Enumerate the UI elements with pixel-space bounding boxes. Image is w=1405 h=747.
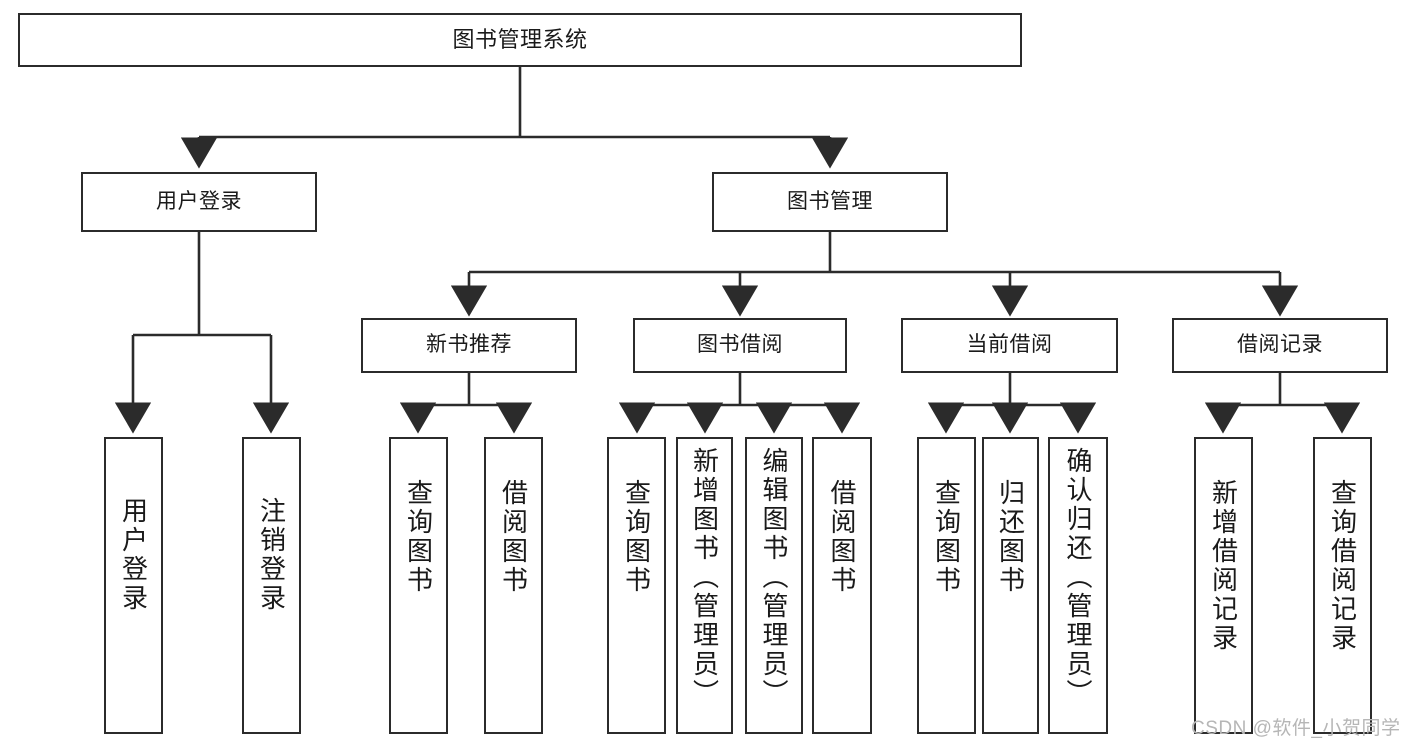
node-label: 查询图书: [403, 479, 434, 595]
node-label: 当前借阅: [966, 333, 1053, 357]
node-label: 注销登录: [256, 497, 287, 613]
node-user-login-action[interactable]: 用户登录: [104, 437, 163, 734]
node-add-borrow-record[interactable]: 新增借阅记录: [1194, 437, 1253, 734]
node-edit-book-admin[interactable]: 编辑图书（管理员）: [745, 437, 803, 734]
node-borrow-book-1[interactable]: 借阅图书: [484, 437, 543, 734]
node-book-management-system[interactable]: 图书管理系统: [18, 13, 1022, 67]
node-current-borrow[interactable]: 当前借阅: [901, 318, 1118, 373]
node-label: 用户登录: [118, 497, 149, 613]
node-new-book-recommend[interactable]: 新书推荐: [361, 318, 577, 373]
node-label: 编辑图书（管理员）: [759, 447, 789, 708]
node-label: 新增借阅记录: [1208, 479, 1239, 653]
node-borrow-record[interactable]: 借阅记录: [1172, 318, 1388, 373]
node-book-borrow[interactable]: 图书借阅: [633, 318, 847, 373]
node-book-management[interactable]: 图书管理: [712, 172, 948, 232]
node-label: 借阅记录: [1237, 333, 1323, 357]
node-query-book-1[interactable]: 查询图书: [389, 437, 448, 734]
node-label: 图书管理系统: [452, 27, 588, 53]
node-borrow-book-2[interactable]: 借阅图书: [812, 437, 872, 734]
node-confirm-return-admin[interactable]: 确认归还（管理员）: [1048, 437, 1108, 734]
csdn-watermark: CSDN @软件_小贺同学: [1191, 718, 1401, 739]
node-label: 查询图书: [621, 479, 652, 595]
node-label: 借阅图书: [498, 479, 529, 595]
node-label: 图书管理: [787, 189, 873, 213]
node-label: 归还图书: [995, 479, 1026, 595]
node-query-borrow-record[interactable]: 查询借阅记录: [1313, 437, 1372, 734]
node-label: 确认归还（管理员）: [1063, 447, 1093, 708]
node-user-login[interactable]: 用户登录: [81, 172, 317, 232]
node-label: 查询图书: [931, 479, 962, 595]
node-label: 查询借阅记录: [1327, 479, 1358, 653]
node-label: 新增图书（管理员）: [689, 447, 720, 708]
node-label: 借阅图书: [827, 479, 857, 595]
node-add-book-admin[interactable]: 新增图书（管理员）: [676, 437, 733, 734]
node-label: 图书借阅: [697, 333, 783, 357]
node-user-logout-action[interactable]: 注销登录: [242, 437, 301, 734]
node-return-book[interactable]: 归还图书: [982, 437, 1039, 734]
node-label: 用户登录: [156, 189, 242, 213]
node-query-book-2[interactable]: 查询图书: [607, 437, 666, 734]
node-label: 新书推荐: [426, 333, 512, 357]
node-query-book-3[interactable]: 查询图书: [917, 437, 976, 734]
